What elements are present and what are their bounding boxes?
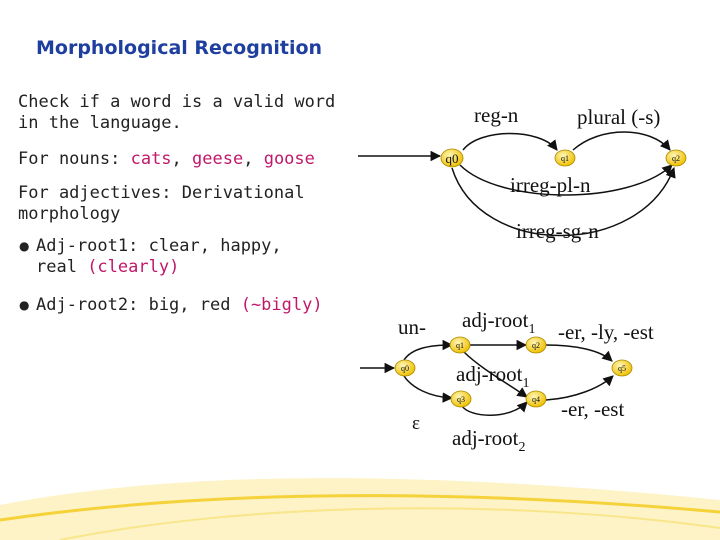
bullet-2-text: Adj-root2: big, red [36,295,241,315]
bullet-dot-2: ● [19,298,30,312]
noun-state-q1: q1 [554,149,576,167]
noun-example-goose: goose [263,149,315,169]
bullet-1-line-2: real [36,257,88,277]
noun-state-q1-label: q1 [561,154,569,163]
nouns-label: For nouns: [18,149,131,169]
adj-state-q2: q2 [525,336,547,354]
adj-state-q3: q3 [450,390,472,408]
adj-arc-suffix-bottom [545,375,614,401]
bullet-item-2: Adj-root2: big, red (~bigly) [36,295,323,316]
label-plural: plural (-s) [577,105,660,129]
label-suffix-bottom: -er, -est [561,397,624,421]
adj-state-q5-label: q5 [618,364,626,373]
label-un: un- [398,315,426,339]
noun-arc-reg-n [462,132,558,151]
label-suffix-top: -er, -ly, -est [558,320,654,344]
label-reg-n: reg-n [474,103,519,127]
adjectives-line-2: morphology [18,204,121,224]
intro-line-2: in the language. [18,113,182,133]
label-adj-root1-mid: adj-root1 [456,362,529,391]
adj-state-q4-label: q4 [532,395,540,404]
label-irreg-sg-n: irreg-sg-n [516,219,599,243]
label-irreg-pl-n: irreg-pl-n [510,173,591,197]
intro-line-1: Check if a word is a valid word [18,92,336,112]
adj-arc-suffix-top [545,344,613,362]
noun-fsa: q0 q1 q2 reg-n plural (-s) irreg-pl-n ir… [358,103,687,243]
adj-state-q4: q4 [525,390,547,408]
noun-example-cats: cats [130,149,172,169]
noun-state-q2-label: q2 [672,154,680,163]
noun-example-geese: geese [192,149,244,169]
bullet-dot-1: ● [19,239,30,253]
adj-arc-root1-mid [463,351,528,398]
noun-state-q2: q2 [665,149,687,167]
adj-state-q1: q1 [449,336,471,354]
noun-arc-irreg-pl-n [459,164,673,196]
adjectives-text: For adjectives: Derivational morphology [18,183,305,225]
noun-state-q0: q0 [440,148,464,168]
adj-state-q1-label: q1 [456,341,464,350]
adj-state-q2-label: q2 [532,341,540,350]
adj-fsa: q0 q1 q2 q3 q4 q5 un- ε [360,308,654,455]
bullet-item-1: Adj-root1: clear, happy, real (clearly) [36,236,282,278]
slide-title: Morphological Recognition [36,37,323,59]
adj-state-q3-label: q3 [457,395,465,404]
noun-arc-irreg-sg-n [451,167,676,237]
adj-state-q0-label: q0 [401,364,409,373]
intro-text: Check if a word is a valid word in the l… [18,92,335,134]
bullet-2-example: (~bigly) [240,295,323,315]
label-epsilon: ε [412,413,420,434]
adj-state-q0: q0 [394,359,416,377]
adj-arc-un [403,339,454,361]
adj-arc-root2 [461,401,528,416]
bullet-1-example: (clearly) [87,257,180,277]
adj-state-q5: q5 [611,359,633,377]
noun-arc-plural [572,131,671,151]
label-adj-root1-top: adj-root1 [462,308,535,337]
label-adj-root2: adj-root2 [452,426,525,455]
adjectives-line-1: For adjectives: Derivational [18,183,305,203]
nouns-line: For nouns: cats, geese, goose [18,149,315,169]
adj-arc-epsilon [403,375,454,403]
bullet-1-line-1: Adj-root1: clear, happy, [36,236,282,256]
noun-state-q0-label: q0 [446,151,459,166]
